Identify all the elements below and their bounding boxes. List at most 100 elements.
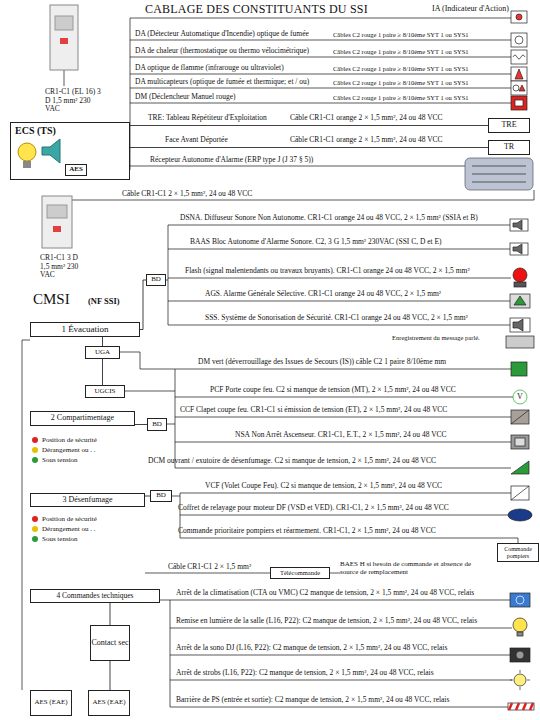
component-box: Contact sec: [90, 625, 130, 661]
component-box: UGCIS: [85, 385, 125, 398]
annotation-text: Récepteur Autonome d'Alarme (ERP type J …: [150, 156, 313, 165]
call-point-glass: [515, 100, 523, 106]
lamp-bulb: [18, 143, 36, 161]
component-box: BD: [150, 490, 172, 502]
breaker-face: [55, 16, 73, 30]
smoke-detector-icon: [511, 33, 527, 47]
lift-door: [515, 438, 525, 446]
annotation-text: CCF Clapet coupe feu. CR1-C1 si émission…: [180, 406, 447, 415]
annotation-text: IA (Indicateur d'Action): [432, 4, 509, 13]
lamp-base: [23, 161, 31, 168]
annotation-text: Sous tension: [42, 456, 78, 464]
wire: [175, 442, 511, 443]
bus-wire: [22, 340, 23, 690]
component-box: Commande pompiers: [497, 543, 539, 562]
annotation-text: CMSI: [33, 291, 70, 308]
node-text: AES (EAE): [92, 699, 125, 707]
node-text: 4 Commandes techniques: [56, 592, 133, 600]
horn-symbol: [42, 139, 60, 163]
wire: [160, 600, 170, 601]
annotation-text: BAES H si besoin de commande et absence …: [340, 560, 475, 576]
bullet-yellow: [32, 447, 38, 453]
annotation-text: Remise en lumière de la salle (L16, P22)…: [176, 617, 477, 626]
sound-system-icon: [510, 648, 530, 662]
detector-mark: [515, 36, 523, 44]
breaker-face: [47, 205, 67, 218]
annotation-text: DM vert (déverrouillage des Issues de Se…: [198, 358, 446, 367]
wire: [175, 468, 511, 469]
bus-wire: [175, 369, 176, 468]
bullet-green: [32, 536, 38, 542]
annotation-text: DSNA. Diffuseur Sonore Non Autonome. CR1…: [180, 214, 478, 223]
wire: [170, 655, 510, 656]
annotation-text: VCF (Volet Coupe Feu). C2 si manque de t…: [205, 482, 442, 491]
annotation-text: Câble CR1-C1 orange 2 × 1,5 mm², 24 ou 4…: [290, 114, 443, 123]
speaker-mark: [513, 220, 522, 230]
annotation-text: Câble CR1-C1 2 × 1,5 mm²: [168, 563, 251, 572]
annotation-text: DA de chaleur (thermostatique ou thermo …: [135, 47, 309, 56]
node-text: TR: [504, 143, 514, 152]
relay-box-icon: [508, 509, 532, 521]
wire: [330, 573, 340, 574]
node-text: Commande pompiers: [498, 546, 538, 559]
connector: [110, 661, 111, 690]
component-box: UGA: [85, 346, 120, 359]
wire: [22, 340, 30, 341]
speaker-cone: [516, 651, 524, 659]
diagram-title: CABLAGE DES CONSTITUANTS DU SSI: [145, 2, 368, 17]
annotation-text: SSS. Système de Sonorisation de Sécurité…: [205, 314, 468, 323]
status-bullets: [32, 437, 38, 542]
wire: [145, 573, 270, 574]
bulb-base: [517, 632, 523, 636]
node-text: UGA: [95, 349, 110, 357]
annotation-text: Câble CR1-C1 2 × 1,5 mm², 24 ou 48 VCC: [122, 190, 252, 199]
annotation-text: Câble CR1-C1 orange 2 × 1,5 mm², 24 ou 4…: [290, 136, 443, 145]
wire: [170, 600, 510, 601]
annotation-text: Câbles C2 rouge 1 paire ≥ 8/10ème SYT 1 …: [333, 94, 469, 101]
hvac-icon: [510, 593, 530, 607]
ags-icon: [510, 294, 530, 308]
connector: [102, 359, 103, 385]
node-text: BD: [156, 492, 166, 500]
shutter-blade: [511, 486, 529, 500]
node-text: Télécommande: [280, 569, 320, 576]
annotation-text: Position de sécurité: [42, 515, 97, 523]
node-text: 1 Évacuation: [61, 325, 108, 335]
sss-icon: [510, 318, 530, 332]
annotation-text: Flash (signal malentendants ou travaux b…: [185, 267, 470, 276]
breaker-toggle: [60, 38, 68, 44]
bullet-red: [32, 437, 38, 443]
annotation-text: NSA Non Arrêt Ascenseur. CR1-C1, E.T., 2…: [235, 431, 447, 440]
wire: [166, 280, 168, 281]
alarm-receiver-device: [465, 158, 533, 190]
wire: [130, 57, 511, 58]
breaker-body: [42, 196, 72, 248]
wire: [534, 190, 535, 200]
annotation-text: DA (Détecteur Automatique d'Incendie) op…: [135, 30, 309, 39]
connector: [135, 424, 147, 425]
annotation-text: V: [517, 392, 523, 401]
flame-mark: [515, 69, 523, 79]
bullet-green: [32, 457, 38, 463]
wire: [168, 278, 511, 279]
component-box: 1 Évacuation: [30, 322, 140, 337]
wire: [180, 515, 508, 516]
annotation-text: Arrêt de la climatisation (CTA ou VMC) C…: [176, 589, 474, 598]
bullet-red: [32, 516, 38, 522]
device-detail: [472, 174, 526, 175]
node-text: 3 Désenfumage: [63, 496, 113, 505]
component-box: AES: [65, 164, 87, 176]
wire: [125, 391, 175, 392]
annotation-text: DM (Déclencheur Manuel rouge): [135, 93, 236, 102]
node-text: BD: [151, 276, 161, 284]
wire: [130, 40, 511, 41]
connector: [140, 280, 146, 330]
node-text: ECS (TS): [15, 125, 56, 136]
circuit-breaker: [42, 196, 72, 248]
component-box: TRE: [488, 118, 530, 133]
wire: [168, 225, 510, 226]
heat-detector-icon: [511, 50, 527, 64]
wire: [130, 18, 511, 19]
manual-call-point-red: [511, 96, 527, 110]
component-box: Télécommande: [270, 567, 330, 579]
